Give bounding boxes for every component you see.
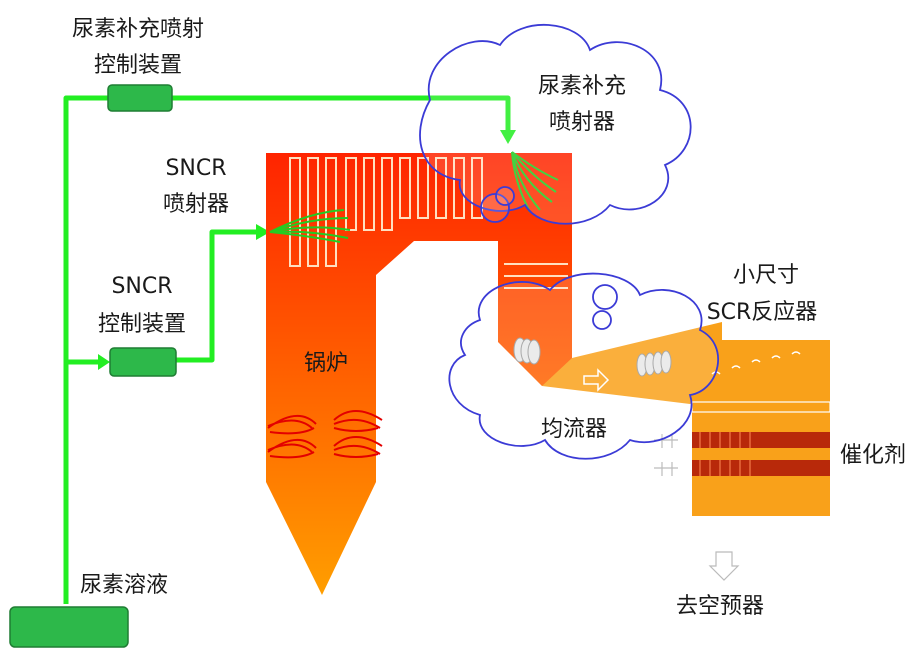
urea-tank-box <box>9 606 129 648</box>
catalyst-marks <box>654 434 678 476</box>
label-supp-injector-line1: 尿素补充 <box>538 74 626 99</box>
label-sncr-injector-line2: 喷射器 <box>163 192 229 217</box>
label-small-scr-line1: 小尺寸 <box>733 263 799 288</box>
label-supp-control-line2: 控制装置 <box>94 53 182 78</box>
supp-spray <box>511 151 559 213</box>
arrow-head-sncr-inj <box>256 224 270 240</box>
label-urea-solution: 尿素溶液 <box>80 573 168 598</box>
arrow-head-supp <box>500 130 516 144</box>
label-sncr-control-line2: 控制装置 <box>98 312 186 337</box>
label-small-scr-line2: SCR反应器 <box>707 300 818 325</box>
outlet-arrow <box>708 551 740 581</box>
urea-piping <box>63 95 511 604</box>
arrow-head-sncr-ctrl <box>98 354 110 370</box>
flow-arrow <box>583 368 610 392</box>
label-supp-injector-line2: 喷射器 <box>549 110 615 135</box>
burner-flames <box>267 410 383 459</box>
boiler-body <box>266 153 572 595</box>
label-flow-equalizer: 均流器 <box>541 417 607 442</box>
sncr-control-box <box>109 347 177 377</box>
label-sncr-injector-line1: SNCR <box>165 156 226 181</box>
boiler-tubes <box>289 157 568 289</box>
cloud-flow-equalizer <box>448 272 719 460</box>
label-sncr-control-line1: SNCR <box>111 274 172 299</box>
label-air-preheater: 去空预器 <box>676 594 764 619</box>
catalyst-layers <box>691 401 831 476</box>
sncr-spray <box>269 209 351 243</box>
label-supp-control-line1: 尿素补充喷射 <box>72 17 204 42</box>
flow-equalizer-discs <box>513 337 672 377</box>
label-boiler: 锅炉 <box>304 351 348 376</box>
supp-control-box <box>107 84 173 112</box>
label-catalyst: 催化剂 <box>840 443 906 468</box>
cloud-supp-injector <box>419 24 692 225</box>
